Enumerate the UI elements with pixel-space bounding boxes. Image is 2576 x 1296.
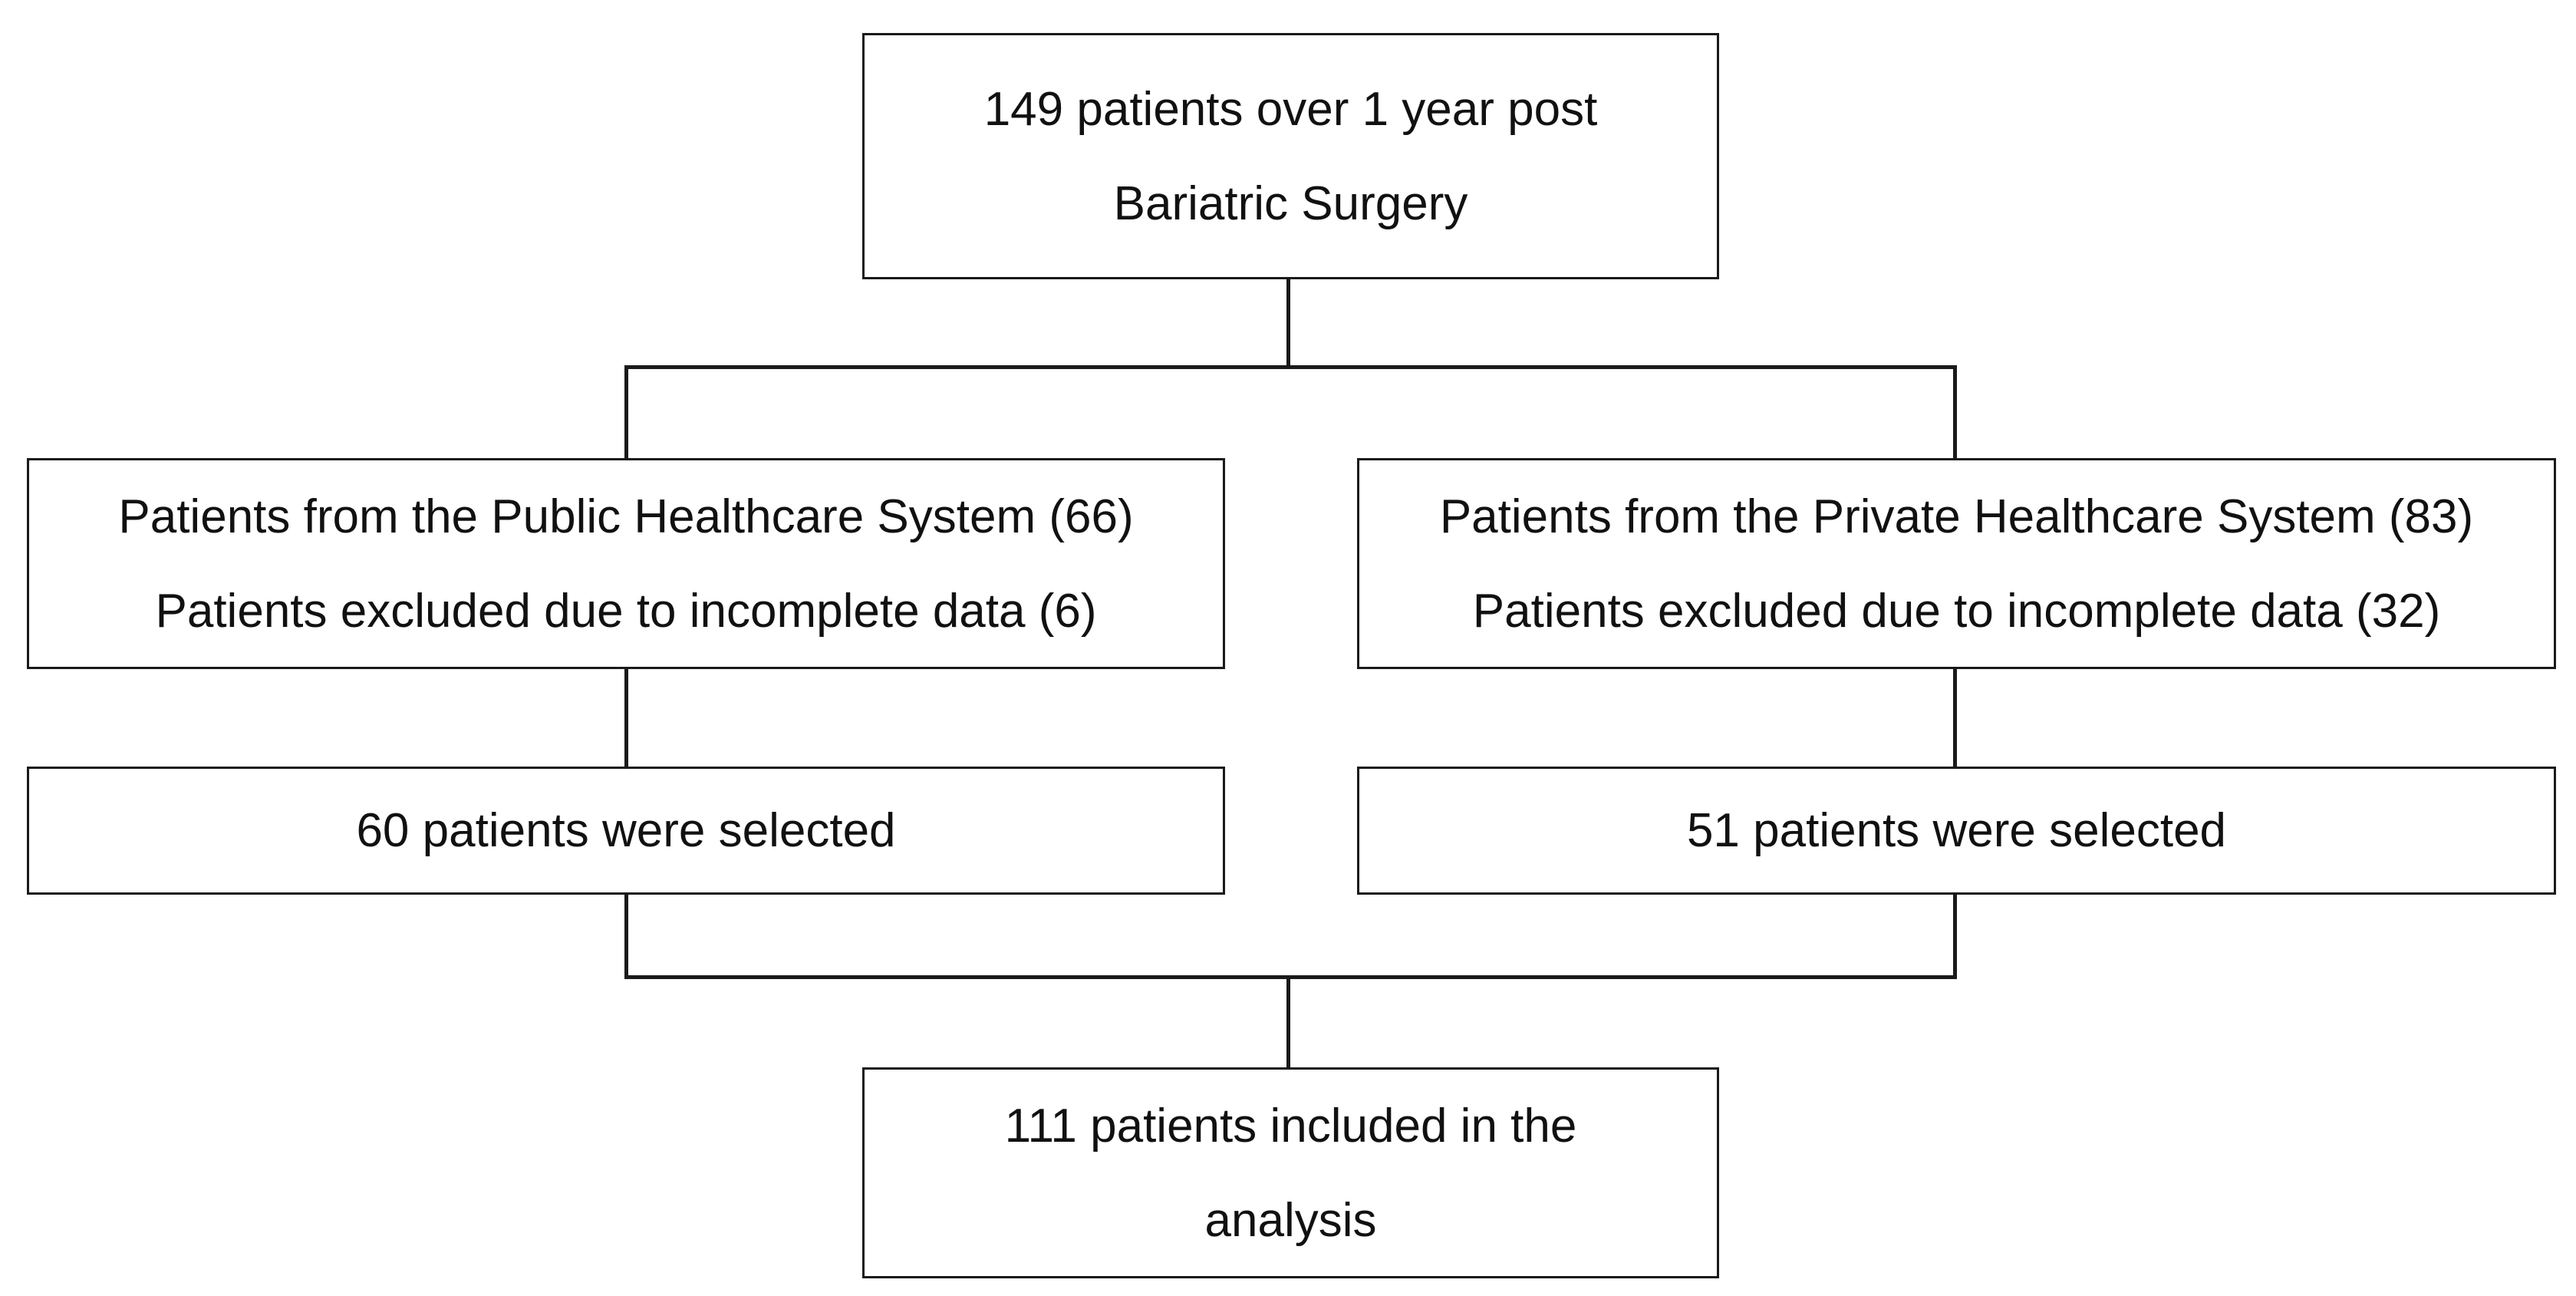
analysis-box: 111 patients included in the analysis bbox=[862, 1067, 1719, 1278]
public-selected-box: 60 patients were selected bbox=[27, 767, 1225, 895]
connector-split-left bbox=[624, 365, 628, 458]
total-patients-line1: 149 patients over 1 year post bbox=[983, 82, 1598, 136]
connector-join-horizontal bbox=[624, 975, 1957, 979]
connector-private-to-selected bbox=[1953, 669, 1957, 767]
public-selected-text: 60 patients were selected bbox=[356, 804, 896, 857]
connector-bottom-stem bbox=[1286, 975, 1290, 1067]
connector-public-to-selected bbox=[624, 669, 628, 767]
analysis-line2: analysis bbox=[1204, 1193, 1377, 1247]
public-excluded-line2: Patients excluded due to incomplete data… bbox=[155, 584, 1097, 638]
analysis-line1: 111 patients included in the bbox=[1004, 1099, 1577, 1153]
connector-split-horizontal bbox=[624, 365, 1957, 369]
connector-split-right bbox=[1953, 365, 1957, 458]
public-healthcare-box: Patients from the Public Healthcare Syst… bbox=[27, 458, 1225, 669]
private-healthcare-line1: Patients from the Private Healthcare Sys… bbox=[1439, 490, 2474, 543]
private-healthcare-box: Patients from the Private Healthcare Sys… bbox=[1357, 458, 2556, 669]
private-selected-text: 51 patients were selected bbox=[1686, 804, 2227, 857]
connector-join-right bbox=[1953, 895, 1957, 979]
private-excluded-line2: Patients excluded due to incomplete data… bbox=[1472, 584, 2441, 638]
connector-join-left bbox=[624, 895, 628, 979]
connector-top-stem bbox=[1286, 279, 1290, 368]
public-healthcare-line1: Patients from the Public Healthcare Syst… bbox=[118, 490, 1134, 543]
total-patients-line2: Bariatric Surgery bbox=[1113, 176, 1468, 230]
total-patients-box: 149 patients over 1 year post Bariatric … bbox=[862, 33, 1719, 279]
private-selected-box: 51 patients were selected bbox=[1357, 767, 2556, 895]
